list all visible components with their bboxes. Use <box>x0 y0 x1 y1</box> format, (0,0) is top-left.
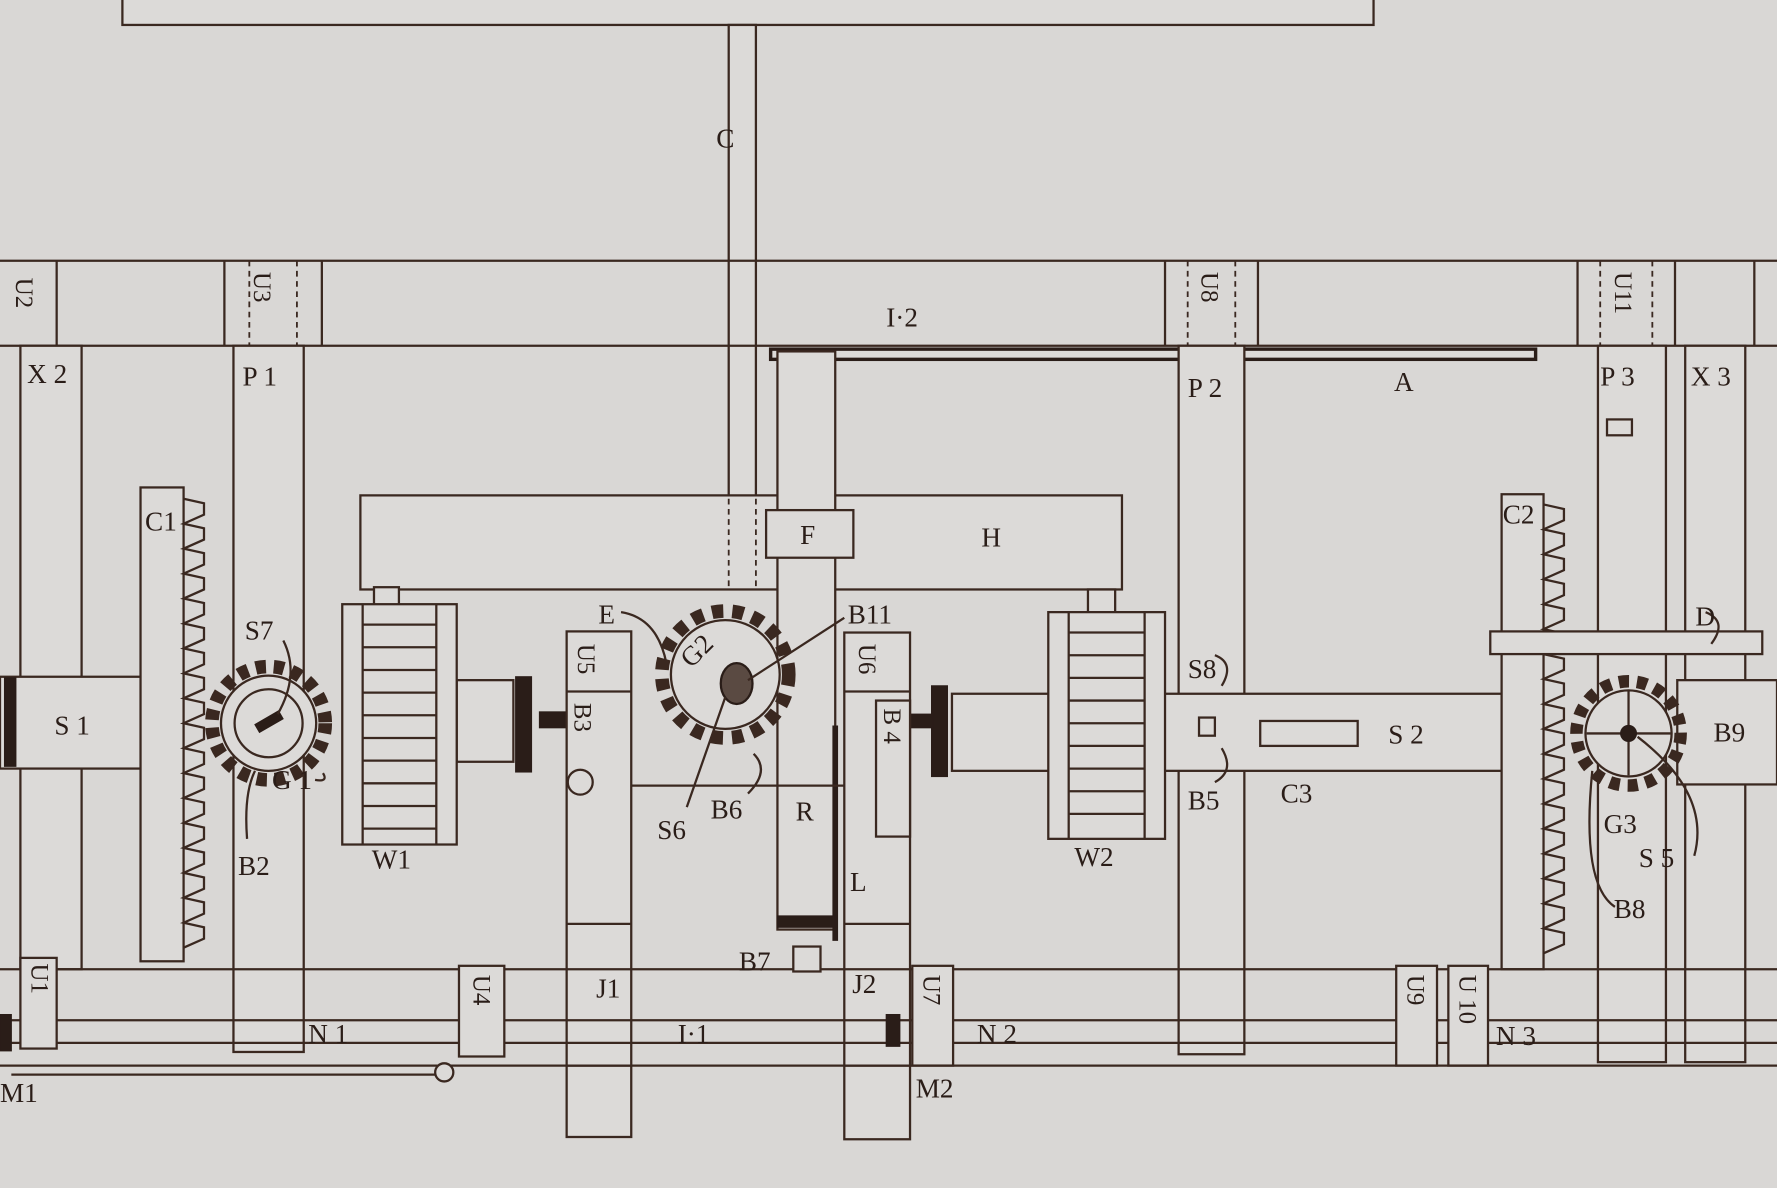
leader-lines <box>245 611 1720 908</box>
block-b7 <box>792 945 822 973</box>
label-b5: B5 <box>1188 785 1220 815</box>
label-b4: B 4 <box>878 708 905 744</box>
label-n1: N 1 <box>308 1019 348 1049</box>
pin-b3 <box>538 711 570 729</box>
clamp-u7 <box>911 964 955 1067</box>
collar-s1 <box>3 677 17 767</box>
gear-g3 <box>1570 675 1687 792</box>
screw-b3 <box>566 768 594 796</box>
label-b8: B8 <box>1614 894 1646 924</box>
label-b7: B7 <box>739 946 771 976</box>
label-x3: X 3 <box>1691 361 1731 391</box>
shaft-s5 <box>1676 679 1777 786</box>
label-h: H <box>981 522 1001 552</box>
label-c3: C3 <box>1281 779 1313 809</box>
pawl-b5 <box>1197 716 1217 737</box>
gear-g2 <box>655 604 796 745</box>
collar-w2 <box>930 685 948 778</box>
label-u1: U1 <box>26 964 53 994</box>
nut-m1 <box>0 1013 12 1052</box>
pin-b4 <box>909 713 934 729</box>
label-b6: B6 <box>711 794 743 824</box>
nut-m2 <box>885 1013 901 1047</box>
label-u6: U6 <box>853 644 880 674</box>
label-c1: C1 <box>145 507 177 537</box>
clamp-u9 <box>1395 964 1439 1067</box>
label-j1: J1 <box>596 974 620 1004</box>
label-l: L <box>850 867 867 897</box>
label-w1: W1 <box>372 844 411 874</box>
top-frame <box>121 0 1375 27</box>
label-x2: X 2 <box>27 359 67 389</box>
label-s5: S 5 <box>1639 843 1675 873</box>
drum-w2 <box>1047 588 1167 840</box>
crossbar-h <box>359 494 1124 591</box>
label-u10: U 10 <box>1454 975 1481 1024</box>
label-g3: G3 <box>1604 809 1637 839</box>
label-b2: B2 <box>238 851 270 881</box>
label-s2: S 2 <box>1388 720 1424 750</box>
label-r: R <box>796 797 815 827</box>
column-x2 <box>19 344 83 971</box>
label-g1: G 1 <box>272 765 312 795</box>
label-w2: W2 <box>1074 842 1113 872</box>
label-u5: U5 <box>572 644 599 674</box>
label-s1: S 1 <box>54 711 90 741</box>
label-b3: B3 <box>569 703 596 732</box>
label-d: D <box>1695 602 1715 632</box>
shaft-s2 <box>950 692 1509 772</box>
block-j1 <box>565 630 633 1139</box>
label-u2: U2 <box>10 278 37 308</box>
bracket-b4 <box>874 699 912 838</box>
label-u7: U7 <box>918 975 945 1005</box>
plate-b7 <box>776 915 836 928</box>
shaft-w1 <box>455 679 515 763</box>
label-s6: S6 <box>657 815 686 845</box>
label-a: A <box>1394 367 1414 397</box>
label-m1: M1 <box>0 1078 38 1108</box>
label-b9: B9 <box>1714 717 1746 747</box>
label-b11: B11 <box>848 599 892 629</box>
shaft-s1 <box>0 675 143 770</box>
rack-teeth <box>179 497 206 949</box>
label-u11: U11 <box>1609 272 1636 314</box>
label-s8: S8 <box>1188 654 1217 684</box>
rack-c1 <box>139 486 206 963</box>
label-u3: U3 <box>248 272 275 302</box>
rod-a <box>768 347 1538 362</box>
rod-r <box>776 350 837 931</box>
label-e: E <box>598 599 615 629</box>
bar-d <box>1489 630 1764 656</box>
clamp-u10 <box>1447 964 1490 1067</box>
label-u8: U8 <box>1195 272 1222 302</box>
slot-s2 <box>1259 719 1359 748</box>
label-c: C <box>716 123 734 153</box>
rack-teeth <box>1539 503 1566 955</box>
clamp-u1 <box>19 956 58 1050</box>
drum-w1 <box>341 586 458 846</box>
labels: C U2 U3 I·2 U8 U11 X 2 P 1 P 2 A P 3 X 3… <box>0 123 1745 1107</box>
label-i2: I·2 <box>886 302 918 332</box>
block-f <box>764 508 855 559</box>
gear-g1 <box>205 659 333 787</box>
label-p3: P 3 <box>1600 361 1635 391</box>
label-u4: U4 <box>468 975 495 1006</box>
rack-c2 <box>1500 493 1566 971</box>
label-n2: N 2 <box>977 1019 1017 1049</box>
label-n3: N 3 <box>1496 1021 1536 1051</box>
collar-w1 <box>515 676 533 773</box>
label-u9: U9 <box>1402 975 1429 1005</box>
label-f: F <box>800 520 815 550</box>
clamp-u4 <box>457 964 506 1058</box>
label-s7: S7 <box>245 615 274 645</box>
label-i1: I·1 <box>678 1019 710 1049</box>
label-j2: J2 <box>852 969 876 999</box>
label-p2: P 2 <box>1188 373 1223 403</box>
nut-p3 <box>1605 418 1634 437</box>
label-m2: M2 <box>916 1073 954 1103</box>
label-p1: P 1 <box>243 361 278 391</box>
label-c2: C2 <box>1503 500 1535 530</box>
